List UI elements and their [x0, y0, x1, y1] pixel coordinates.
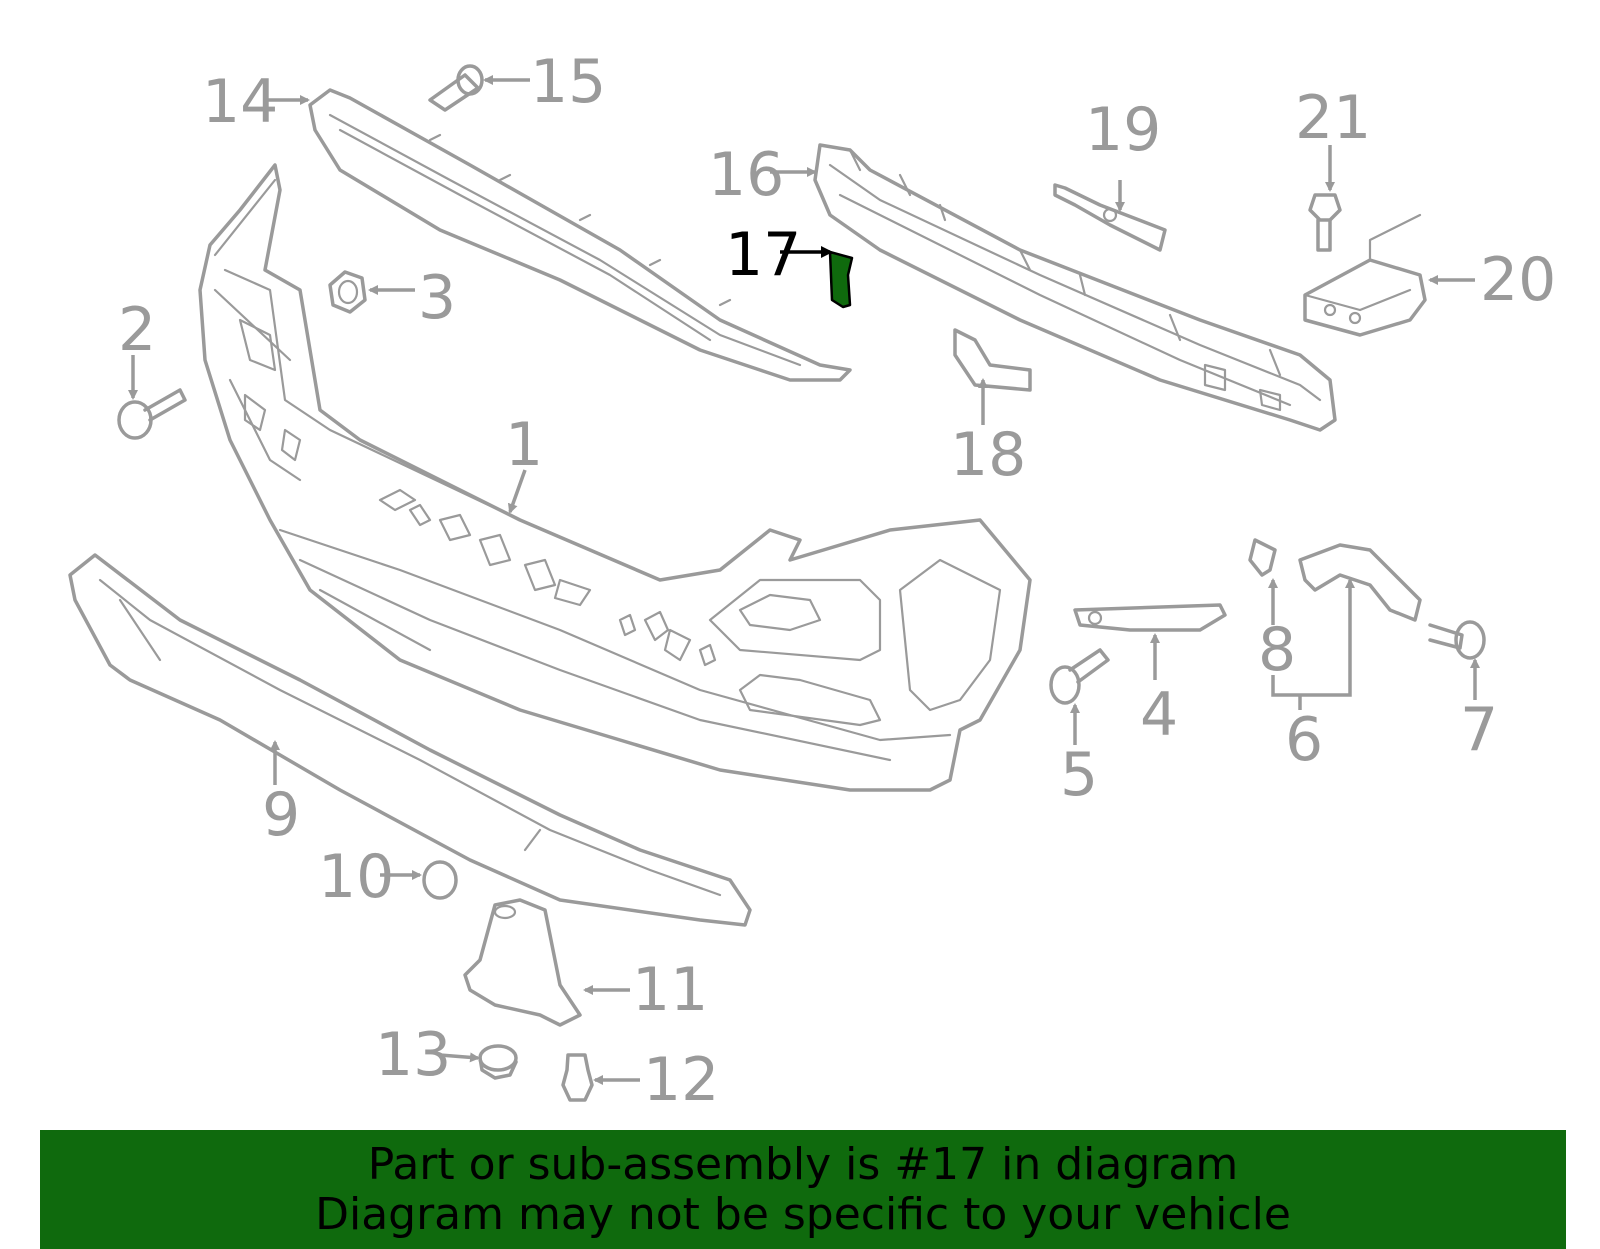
fastener-2 — [117, 388, 187, 440]
callout-3: 3 — [418, 263, 456, 333]
callout-6: 6 — [1285, 705, 1323, 775]
bumper-cover — [198, 163, 1032, 792]
callout-20: 20 — [1480, 245, 1556, 315]
callout-1: 1 — [505, 410, 543, 480]
clip-8 — [1248, 538, 1277, 577]
bracket-18 — [953, 328, 1032, 392]
callout-4: 4 — [1140, 680, 1178, 750]
highlighted-part-17 — [828, 250, 854, 309]
screw-5 — [1049, 648, 1110, 705]
callout-14: 14 — [202, 67, 278, 137]
callout-10: 10 — [318, 842, 394, 912]
reinforcement-beam — [813, 143, 1337, 432]
bolt-12 — [561, 1053, 594, 1102]
callout-18: 18 — [950, 420, 1026, 490]
leader-lines — [128, 75, 1480, 1085]
plug-10 — [422, 860, 458, 900]
callout-17: 17 — [725, 220, 801, 290]
callout-5: 5 — [1060, 740, 1098, 810]
callout-8: 8 — [1258, 615, 1296, 685]
bracket-11 — [463, 898, 582, 1027]
callout-16: 16 — [708, 140, 784, 210]
callout-12: 12 — [643, 1045, 719, 1115]
callout-21: 21 — [1295, 83, 1371, 153]
nut-3 — [328, 270, 367, 314]
callout-9: 9 — [262, 780, 300, 850]
bracket-20 — [1303, 213, 1427, 337]
callout-labels: 1 2 3 4 5 6 7 8 9 10 11 12 13 14 15 16 1… — [118, 47, 1556, 1115]
callout-7: 7 — [1460, 695, 1498, 765]
nut-13 — [478, 1044, 518, 1080]
footer-line-2: Diagram may not be specific to your vehi… — [315, 1188, 1291, 1240]
screw-7 — [1428, 620, 1486, 660]
lower-trim-strip — [68, 553, 752, 927]
footer-line-1: Part or sub-assembly is #17 in diagram — [367, 1138, 1239, 1190]
upper-trim-strip — [308, 88, 852, 382]
bolt-21 — [1308, 193, 1342, 252]
sensor-bracket-19 — [1053, 183, 1167, 252]
callout-2: 2 — [118, 295, 156, 365]
callout-13: 13 — [375, 1020, 451, 1090]
bracket-6 — [1298, 543, 1422, 622]
callout-15: 15 — [530, 47, 606, 117]
parts-diagram: 1 2 3 4 5 6 7 8 9 10 11 12 13 14 15 16 1… — [68, 47, 1556, 1115]
callout-19: 19 — [1085, 95, 1161, 165]
screw-15 — [428, 64, 484, 112]
footer-banner: Part or sub-assembly is #17 in diagram D… — [40, 1130, 1566, 1249]
bracket-4 — [1073, 603, 1227, 632]
callout-11: 11 — [632, 955, 708, 1025]
